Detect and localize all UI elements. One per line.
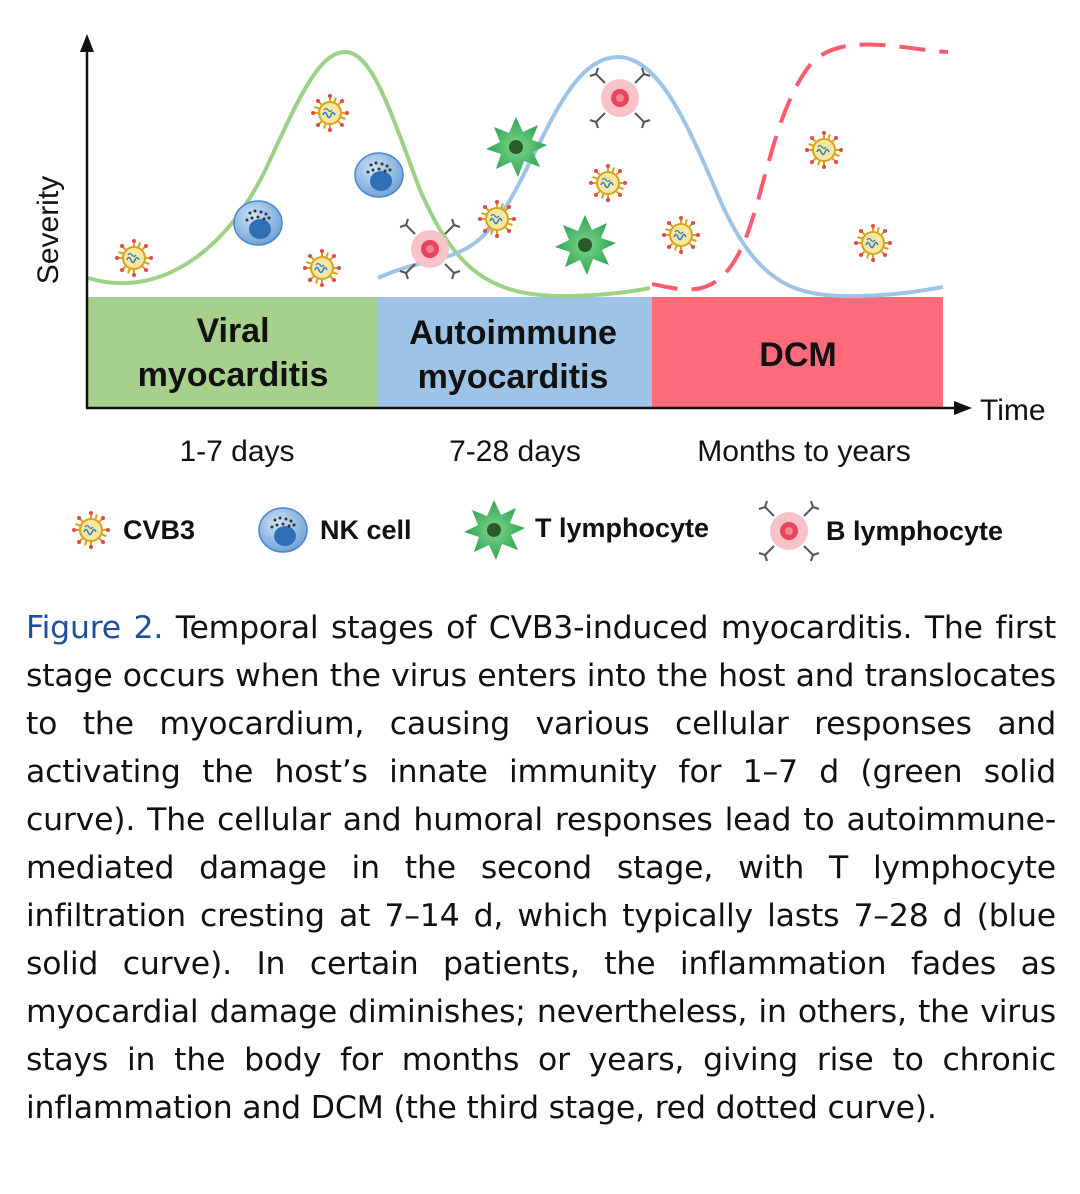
- x-axis: [86, 401, 972, 415]
- nk-cell-icon: [258, 507, 308, 553]
- t-lymphocyte-icon: [555, 215, 616, 275]
- virus-icon: [477, 199, 517, 239]
- viral-curve: [87, 49, 651, 299]
- myocarditis-stages-diagram: Severity Time Viral myocarditis Autoimmu…: [0, 0, 1080, 580]
- b-lymphocyte-icon: [758, 500, 820, 562]
- virus-icon: [114, 238, 154, 278]
- figure-label: Figure 2.: [26, 610, 164, 646]
- stage-label-autoimmune-line2: myocarditis: [418, 358, 609, 396]
- caption-text: Temporal stages of CVB3-induced myocardi…: [26, 610, 1056, 1126]
- virus-icon: [804, 130, 844, 170]
- dcm-curve: [651, 42, 949, 292]
- b-lymphocyte-icon: [589, 67, 651, 129]
- virus-icon: [588, 163, 628, 203]
- virus-icon: [661, 215, 701, 255]
- virus-icon: [853, 223, 893, 263]
- stage-label-dcm: DCM: [759, 336, 836, 374]
- legend-label-cvb3: CVB3: [123, 515, 195, 545]
- stage-bar-autoimmune: [378, 297, 652, 408]
- nk-cell-icon: [354, 152, 404, 198]
- stage-bar-viral: [88, 297, 378, 408]
- t-lymphocyte-icon: [486, 117, 547, 177]
- legend-label-nk-cell: NK cell: [320, 515, 412, 545]
- stage-label-autoimmune-line1: Autoimmune: [409, 314, 617, 352]
- figure-caption: Figure 2. Temporal stages of CVB3-induce…: [26, 604, 1056, 1132]
- stage-label-viral-line2: myocarditis: [138, 356, 329, 394]
- nk-cell-icon: [233, 200, 283, 246]
- virus-icon: [302, 248, 342, 288]
- stage-label-viral-line1: Viral: [196, 312, 269, 350]
- duration-autoimmune: 7-28 days: [449, 435, 581, 468]
- virus-icon: [71, 510, 111, 550]
- legend-label-b-lymphocyte: B lymphocyte: [826, 516, 1003, 546]
- virus-icon: [310, 93, 350, 133]
- legend: CVB3 NK cell T lymphocyte B lymphocyte: [71, 500, 1003, 562]
- legend-label-t-lymphocyte: T lymphocyte: [535, 513, 709, 543]
- y-axis-label: Severity: [32, 176, 65, 284]
- duration-dcm: Months to years: [697, 435, 910, 468]
- stage-bar-dcm: [652, 297, 943, 408]
- duration-viral: 1-7 days: [179, 435, 294, 468]
- t-lymphocyte-icon: [464, 500, 525, 560]
- y-axis: [80, 34, 94, 408]
- x-axis-label: Time: [980, 394, 1046, 427]
